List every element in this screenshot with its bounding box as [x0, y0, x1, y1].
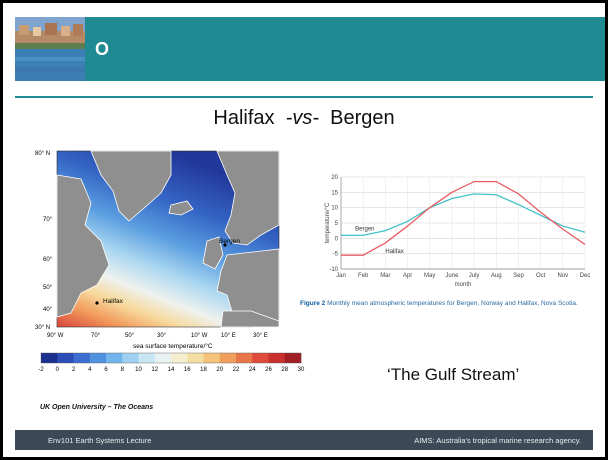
x-tick-label: May	[424, 273, 435, 279]
scale-swatch	[73, 353, 91, 363]
heading-vs: -vs-	[285, 107, 319, 129]
x-tick-label: June	[445, 273, 459, 279]
scale-tick-label: 8	[121, 367, 125, 373]
y-axis-label: temperature/°C	[325, 202, 331, 243]
scale-swatch	[284, 353, 302, 363]
scale-label: sea surface temperature/°C	[133, 342, 213, 350]
figure-caption-text: Monthly mean atmospheric temperatures fo…	[327, 300, 578, 307]
scale-swatch	[236, 353, 253, 363]
y-tick-label: 0	[335, 236, 339, 242]
lon-label: 50°	[125, 333, 135, 339]
x-tick-label: Nov	[557, 273, 568, 279]
scale-tick-label: 14	[168, 367, 175, 373]
scale-tick-label: -2	[38, 367, 44, 373]
header-divider	[15, 96, 593, 98]
title-bar-end	[589, 17, 605, 81]
temperature-scale-bar	[40, 352, 302, 364]
lat-label: 30° N	[35, 325, 50, 331]
lat-label: 70°	[43, 217, 53, 223]
series-label-bergen: Bergen	[355, 226, 374, 232]
place-label-halifax: Halifax	[103, 298, 124, 305]
scale-tick-label: 4	[88, 367, 92, 373]
y-tick-label: 20	[331, 175, 338, 181]
series-line-bergen	[341, 193, 586, 236]
lat-label: 50°	[43, 285, 53, 291]
lat-label: 80° N	[35, 151, 50, 157]
x-tick-label: Sep	[513, 273, 524, 279]
series-label-halifax: Halifax	[385, 249, 403, 255]
scale-swatch	[138, 353, 156, 363]
sst-map: Bergen Halifax 80° N 70° 60° 50° 40° 30°…	[21, 145, 307, 395]
figure-caption-label: Figure 2	[300, 300, 326, 307]
scale-tick-label: 20	[216, 367, 223, 373]
scale-frame	[40, 352, 302, 364]
title-bar	[85, 17, 589, 81]
heading-halifax: Halifax	[213, 107, 275, 129]
lat-label: 40°	[43, 307, 53, 313]
heading-bergen: Bergen	[330, 107, 395, 129]
x-tick-label: Jan	[336, 273, 346, 279]
x-tick-label: Aug	[491, 273, 502, 279]
scale-swatch	[219, 353, 237, 363]
scale-swatch	[171, 353, 188, 363]
scale-tick-label: 28	[281, 367, 288, 373]
scale-tick-label: 2	[72, 367, 76, 373]
x-tick-label: Oct	[536, 273, 546, 279]
x-tick-label: Mar	[380, 273, 390, 279]
lon-label: 70°	[91, 333, 101, 339]
x-tick-label: Apr	[403, 273, 412, 279]
lon-label: 30° E	[253, 333, 268, 339]
figure-caption: Figure 2 Monthly mean atmospheric temper…	[300, 300, 590, 309]
footer-left-text: Env101 Earth Systems Lecture	[48, 436, 152, 445]
lon-label: 10° E	[221, 333, 236, 339]
lon-label: 30°	[157, 333, 167, 339]
scale-tick-label: 16	[184, 367, 191, 373]
scale-tick-label: 6	[104, 367, 108, 373]
y-tick-label: 15	[331, 190, 338, 196]
slide: O Halifax -vs- Bergen	[3, 3, 605, 457]
scale-tick-label: 0	[56, 367, 60, 373]
slide-header: O	[3, 3, 605, 81]
lat-label: 60°	[43, 257, 53, 263]
scale-swatch	[203, 353, 221, 363]
scale-swatch	[252, 353, 269, 363]
harbour-photo	[15, 17, 85, 81]
scale-swatch	[57, 353, 74, 363]
scale-swatch	[106, 353, 123, 363]
series-line-halifax	[341, 180, 586, 256]
slide-footer: Env101 Earth Systems Lecture AIMS: Austr…	[15, 430, 593, 450]
scale-swatch	[187, 353, 204, 363]
lon-label: 90° W	[47, 333, 64, 339]
x-axis-label: month	[455, 282, 472, 288]
scale-tick-label: 12	[151, 367, 158, 373]
scale-swatch	[268, 353, 286, 363]
y-tick-label: -10	[329, 267, 338, 273]
source-credit: UK Open University – The Oceans	[40, 404, 154, 411]
scale-tick-label: 10	[135, 367, 142, 373]
scale-tick-label: 24	[249, 367, 256, 373]
place-label-bergen: Bergen	[219, 238, 240, 245]
scale-tick-label: 22	[233, 367, 240, 373]
footer-right-text: AIMS: Australia's tropical marine resear…	[414, 436, 581, 445]
slide-heading: Halifax -vs- Bergen	[3, 107, 605, 130]
y-tick-label: -5	[333, 252, 339, 258]
scale-tick-label: 18	[200, 367, 207, 373]
y-tick-label: 10	[331, 206, 338, 212]
x-tick-label: July	[469, 273, 480, 279]
scale-swatch	[41, 353, 58, 363]
scale-swatch	[154, 353, 172, 363]
scale-tick-label: 26	[265, 367, 272, 373]
scale-swatch	[89, 353, 107, 363]
gulf-stream-label: ‘The Gulf Stream’	[387, 365, 520, 384]
scale-tick-label: 30	[298, 367, 305, 373]
scale-swatch	[122, 353, 139, 363]
slide-title: O	[95, 39, 110, 59]
y-tick-label: 5	[335, 221, 339, 227]
lon-label: 10° W	[191, 333, 208, 339]
x-tick-label: Feb	[358, 273, 369, 279]
x-tick-label: Dec	[580, 273, 591, 279]
